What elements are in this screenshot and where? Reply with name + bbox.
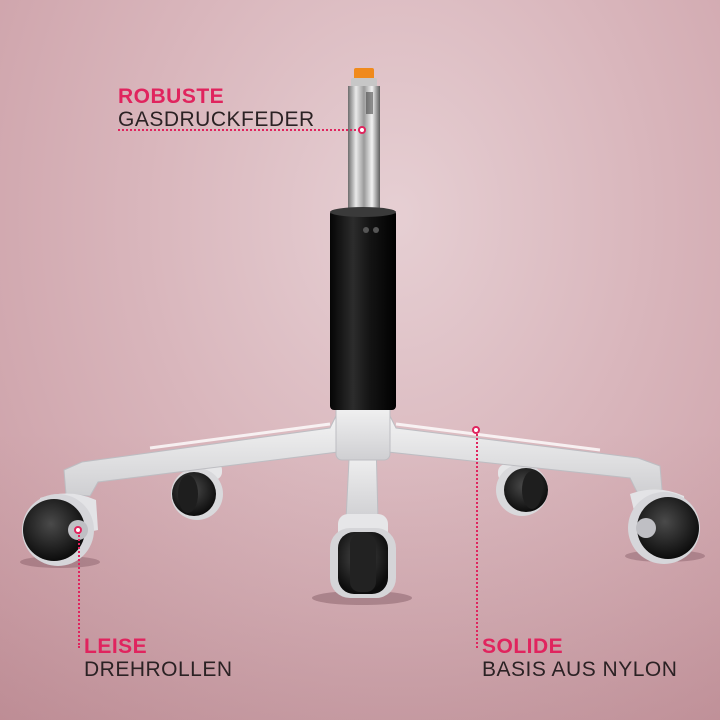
callout-gas-spring-marker — [358, 126, 366, 134]
callout-base-main: BASIS AUS NYLON — [482, 657, 678, 681]
callout-base-marker — [472, 426, 480, 434]
callout-casters-main: DREHROLLEN — [84, 657, 233, 681]
front-right-caster — [628, 489, 700, 564]
gas-spring — [330, 68, 396, 410]
callout-casters-marker — [74, 526, 82, 534]
callout-base: SOLIDE BASIS AUS NYLON — [482, 635, 678, 681]
front-left-caster — [22, 493, 98, 566]
callout-base-leader — [476, 434, 478, 648]
rear-right-caster — [496, 464, 548, 516]
release-button — [354, 68, 374, 80]
callout-gas-spring-accent: ROBUSTE — [118, 85, 225, 108]
callout-gas-spring-leader — [118, 129, 360, 131]
nylon-base — [63, 397, 663, 521]
callout-casters-accent: LEISE — [84, 635, 148, 658]
front-center-caster — [330, 514, 396, 598]
callout-base-accent: SOLIDE — [482, 635, 564, 658]
callout-gas-spring-main: GASDRUCKFEDER — [118, 107, 315, 131]
callout-casters-leader — [78, 532, 80, 648]
callout-gas-spring: ROBUSTE GASDRUCKFEDER — [118, 85, 315, 131]
callout-casters: LEISE DREHROLLEN — [84, 635, 233, 681]
rear-left-caster — [171, 462, 223, 520]
